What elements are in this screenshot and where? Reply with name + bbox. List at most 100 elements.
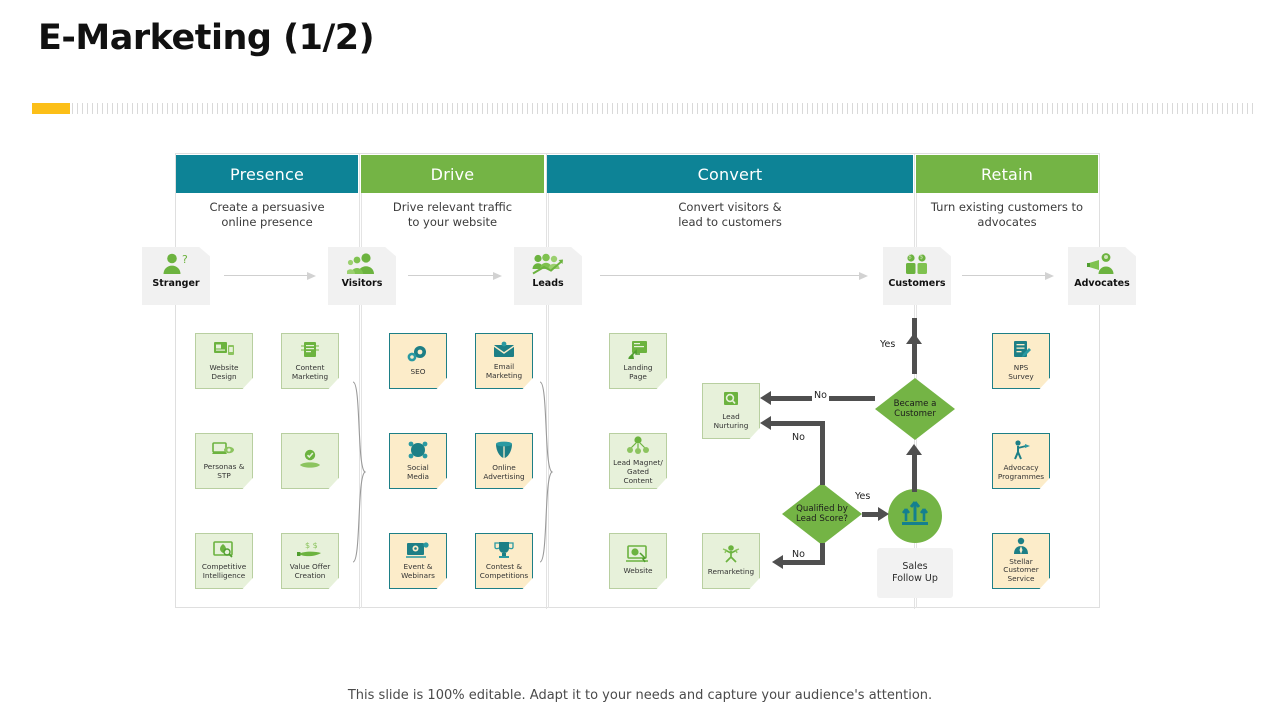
flow-line-qualified-to-growth: [862, 512, 882, 517]
email-marketing-icon: [492, 341, 516, 359]
lead-nurturing-icon: [721, 391, 741, 409]
flow-line-qualified-to-nurturing: [770, 421, 825, 426]
arrow-stranger-visitors: [224, 272, 316, 280]
card-event-webinars[interactable]: Event &Webinars: [389, 533, 447, 589]
social-media-icon: [407, 440, 429, 460]
card-website[interactable]: Website: [609, 533, 667, 589]
stage-visitors[interactable]: Visitors: [328, 247, 396, 305]
subtitle-line-2: online presence: [221, 215, 313, 229]
flow-label-no-1: No: [812, 390, 829, 401]
flow-line-qualified-down: [820, 543, 825, 565]
subtitle-line-1: Drive relevant traffic: [392, 200, 513, 214]
people-trend-icon: [531, 252, 565, 276]
card-label: Event &Webinars: [401, 561, 435, 580]
stage-label: Visitors: [341, 278, 383, 289]
card-seo[interactable]: SEO: [389, 333, 447, 389]
contest-competitions-icon: [492, 541, 516, 559]
svg-text:$ $: $ $: [305, 541, 318, 550]
column-divider-1: [359, 154, 360, 609]
event-webinars-icon: [406, 541, 430, 559]
remarketing-icon: [720, 544, 742, 564]
card-label: Personas &STP: [203, 461, 245, 480]
flow-arrowhead-right-growth: [878, 507, 889, 521]
column-subtitle-drive: Drive relevant traffic to your website: [361, 200, 544, 230]
flow-label-no-3: No: [790, 549, 807, 560]
stage-stranger[interactable]: ? Stranger: [142, 247, 210, 305]
card-label: Contest &Competitions: [479, 561, 529, 580]
flow-line-growth-to-became: [912, 450, 917, 492]
advocacy-programmes-icon: [1010, 439, 1032, 460]
brace-presence: [351, 380, 367, 570]
stage-customers[interactable]: $ $ Customers: [883, 247, 951, 305]
card-label: Lead Magnet/Gated Content: [613, 458, 663, 485]
card-personas-stp[interactable]: Personas &STP: [195, 433, 253, 489]
flow-label-yes-2: Yes: [853, 491, 873, 502]
content-marketing-icon: [299, 340, 321, 360]
brace-drive: [538, 380, 554, 570]
rail-drive: [361, 193, 362, 608]
growth-node[interactable]: [888, 489, 942, 543]
subtitle-line-2: to your website: [407, 215, 498, 229]
flow-arrowhead-left-nurturing-2: [760, 416, 771, 430]
column-header-convert: Convert: [547, 155, 913, 193]
subtitle-line-1: Turn existing customers to: [930, 200, 1084, 214]
flow-line-qualified-up: [820, 421, 825, 485]
card-lead-magnet[interactable]: Lead Magnet/Gated Content: [609, 433, 667, 489]
flow-label-no-2: No: [790, 432, 807, 443]
column-header-label: Drive: [430, 164, 475, 184]
hand-check-icon: [298, 448, 322, 470]
person-megaphone-icon: [1087, 252, 1117, 276]
card-label: SEO: [410, 367, 426, 376]
arrow-customers-advocates: [962, 272, 1054, 280]
arrow-visitors-leads: [408, 272, 502, 280]
flow-arrowhead-left-nurturing-1: [760, 391, 771, 405]
stellar-customer-service-icon: [1011, 537, 1031, 555]
card-remarketing[interactable]: Remarketing: [702, 533, 760, 589]
column-subtitle-retain: Turn existing customers to advocates: [916, 200, 1098, 230]
page-title: E-Marketing (1/2): [38, 18, 375, 58]
column-header-drive: Drive: [361, 155, 544, 193]
stage-advocates[interactable]: Advocates: [1068, 247, 1136, 305]
footer-note: This slide is 100% editable. Adapt it to…: [347, 688, 933, 703]
stage-leads[interactable]: Leads: [514, 247, 582, 305]
subtitle-line-1: Create a persuasive: [209, 200, 325, 214]
arrow-leads-customers: [600, 272, 868, 280]
card-contest-competitions[interactable]: Contest &Competitions: [475, 533, 533, 589]
subtitle-line-2: advocates: [977, 215, 1037, 229]
stage-label: Leads: [532, 278, 564, 289]
growth-arrows-icon: [898, 499, 932, 534]
column-divider-2: [546, 154, 547, 609]
landing-page-icon: [627, 340, 649, 360]
column-header-presence: Presence: [176, 155, 358, 193]
flow-arrowhead-up-customers: [906, 333, 922, 344]
people-money-icon: $ $: [902, 252, 932, 276]
people-group-icon: [347, 252, 377, 276]
flow-arrowhead-up-became: [906, 444, 922, 455]
flow-arrowhead-left-remarketing: [772, 555, 783, 569]
lead-magnet-icon: [626, 435, 650, 455]
card-hand-check[interactable]: [281, 433, 339, 489]
